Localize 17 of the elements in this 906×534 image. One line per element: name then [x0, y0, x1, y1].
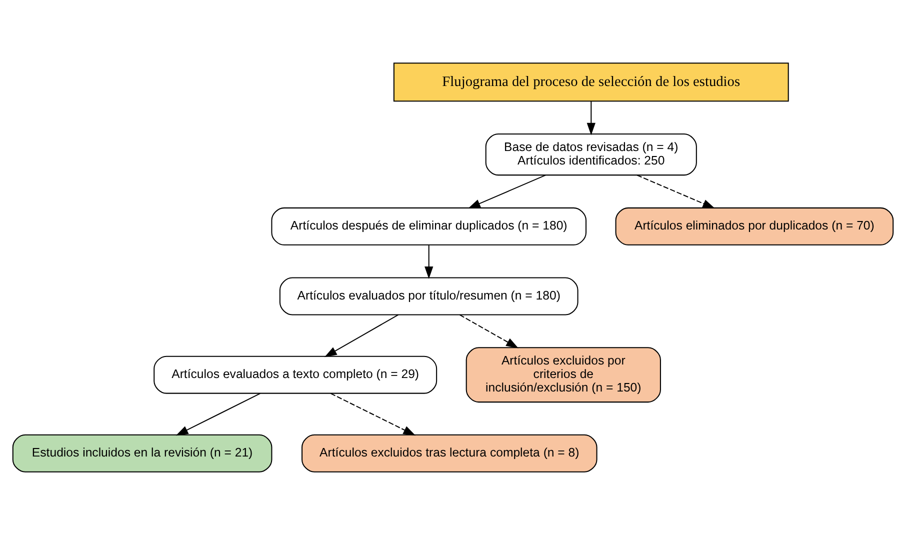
arrow: [459, 314, 518, 348]
arrow: [330, 392, 416, 436]
arrow: [636, 174, 716, 208]
node-box: Artículos evaluados por título/resumen (n = 180): [279, 276, 578, 315]
node-box: Base de datos revisadas (n = 4) Artículos identificados: 250: [485, 132, 697, 176]
node-box: Artículos después de eliminar duplicados (n = 180): [271, 206, 587, 245]
node-box: Estudios incluidos en la revisión (n = 21): [12, 434, 272, 472]
node-box: Flujograma del proceso de selección de los estudios: [393, 62, 789, 102]
arrow: [176, 392, 260, 436]
arrow: [586, 100, 596, 135]
node-box: Artículos evaluados a texto completo (n = 29): [154, 355, 438, 394]
arrow: [468, 174, 546, 208]
node-box: Artículos excluidos por criterios de inclusión/exclusión (n = 150): [466, 346, 661, 402]
node-box: Artículos eliminados por duplicados (n = 70): [615, 206, 894, 245]
arrow: [324, 314, 398, 357]
node-box: Artículos excluidos tras lectura completa (n = 8): [302, 434, 598, 472]
arrow: [424, 244, 434, 278]
